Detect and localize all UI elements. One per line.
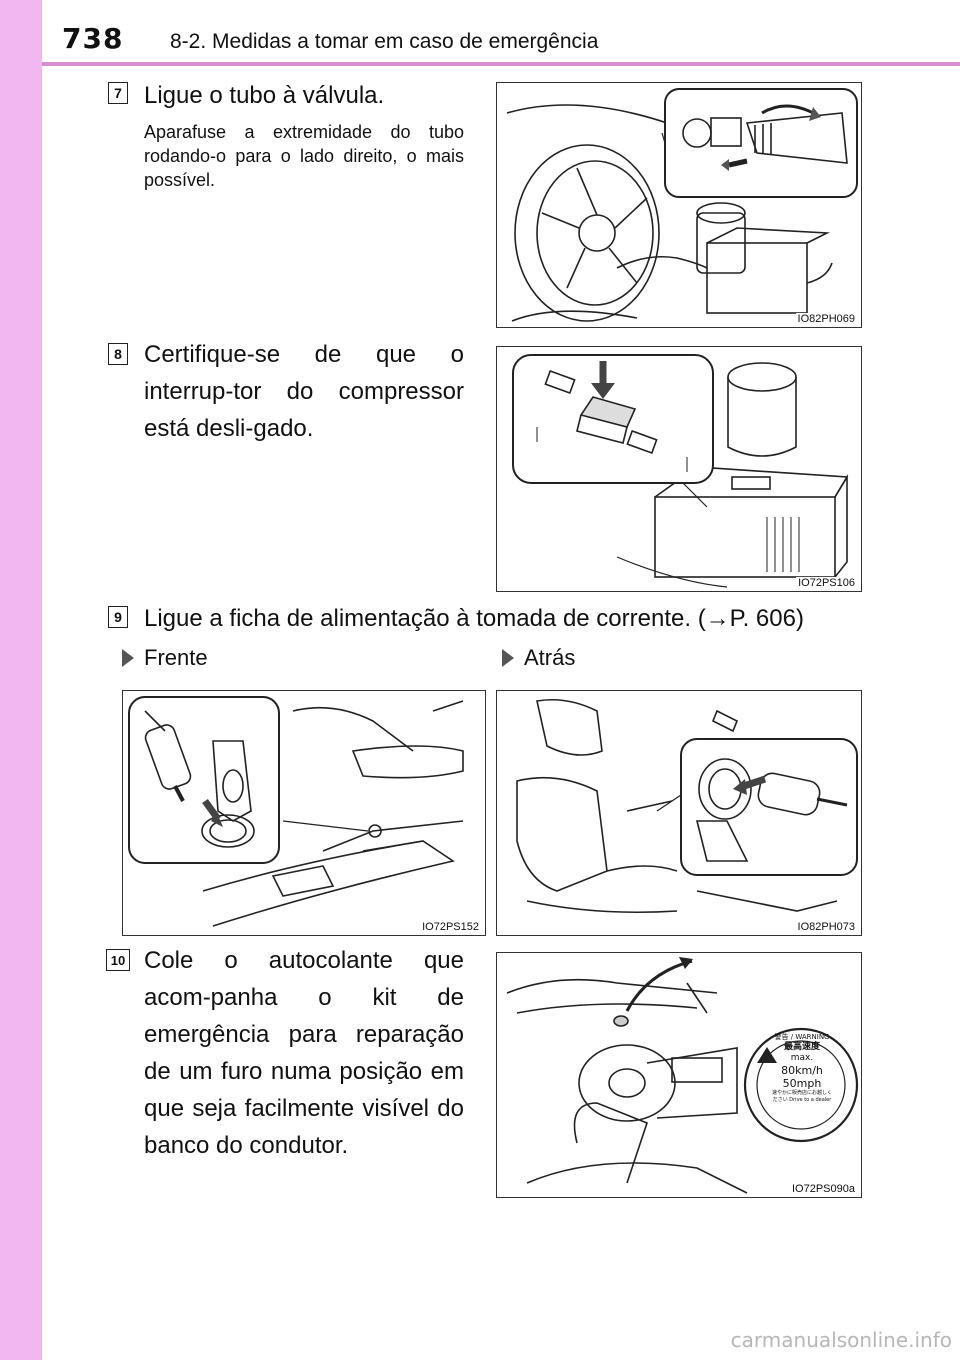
rear-label: Atrás <box>524 645 576 670</box>
step-number-7: 7 <box>108 82 128 104</box>
figure-code: IO72PS090a <box>790 1183 857 1195</box>
figure-sticker-placement: 警告 / WARNING 最高速度 max. 80km/h 50mph 速やかに… <box>496 952 862 1198</box>
watermark: carmanualsonline.info <box>730 1328 952 1352</box>
step-8-text: Certifique-se de que o interrup-tor do c… <box>144 341 464 442</box>
sticker-kmh: 80km/h <box>781 1064 823 1077</box>
sticker-max: max. <box>790 1053 814 1063</box>
page-number: 738 <box>62 22 124 55</box>
triangle-bullet-icon <box>122 649 134 667</box>
step-number-8: 8 <box>108 343 128 365</box>
side-color-strip <box>0 0 42 1360</box>
sticker-speed-label: 最高速度 <box>783 1042 820 1052</box>
warning-sticker: 警告 / WARNING 最高速度 max. 80km/h 50mph 速やかに… <box>771 1033 833 1104</box>
section-title: 8-2. Medidas a tomar em caso de emergênc… <box>170 30 599 53</box>
triangle-bullet-icon <box>502 649 514 667</box>
sticker-top-text: 警告 / WARNING <box>774 1033 830 1041</box>
rear-subheading: Atrás <box>502 645 575 671</box>
figure-rear-socket: IO82PH073 <box>496 690 862 936</box>
header-rule <box>42 62 960 66</box>
front-label: Frente <box>144 645 208 670</box>
sticker-bottom-text: 速やかに販売店にお越しください Drive to a dealer <box>771 1090 832 1103</box>
figure-code: IO72PS152 <box>420 921 481 933</box>
step-7-text: Ligue o tubo à válvula. <box>144 82 385 109</box>
figure-code: IO82PH073 <box>795 921 857 933</box>
figure-front-socket: IO72PS152 <box>122 690 486 936</box>
step-7-detail: Aparafuse a extremidade do tubo rodando-… <box>144 122 464 190</box>
figure-compressor-switch: IO72PS106 <box>496 346 862 592</box>
step-number-9: 9 <box>108 606 128 628</box>
step-number-10: 10 <box>106 949 130 971</box>
step-10-text: Cole o autocolante que acom-panha o kit … <box>144 947 464 1159</box>
front-subheading: Frente <box>122 645 208 671</box>
figure-hose-valve: IO82PH069 <box>496 82 862 328</box>
figure-code: IO82PH069 <box>795 313 857 325</box>
sticker-mph: 50mph <box>782 1077 822 1090</box>
figure-code: IO72PS106 <box>796 577 857 589</box>
step-9-text: Ligue a ficha de alimentação à tomada de… <box>144 605 804 632</box>
